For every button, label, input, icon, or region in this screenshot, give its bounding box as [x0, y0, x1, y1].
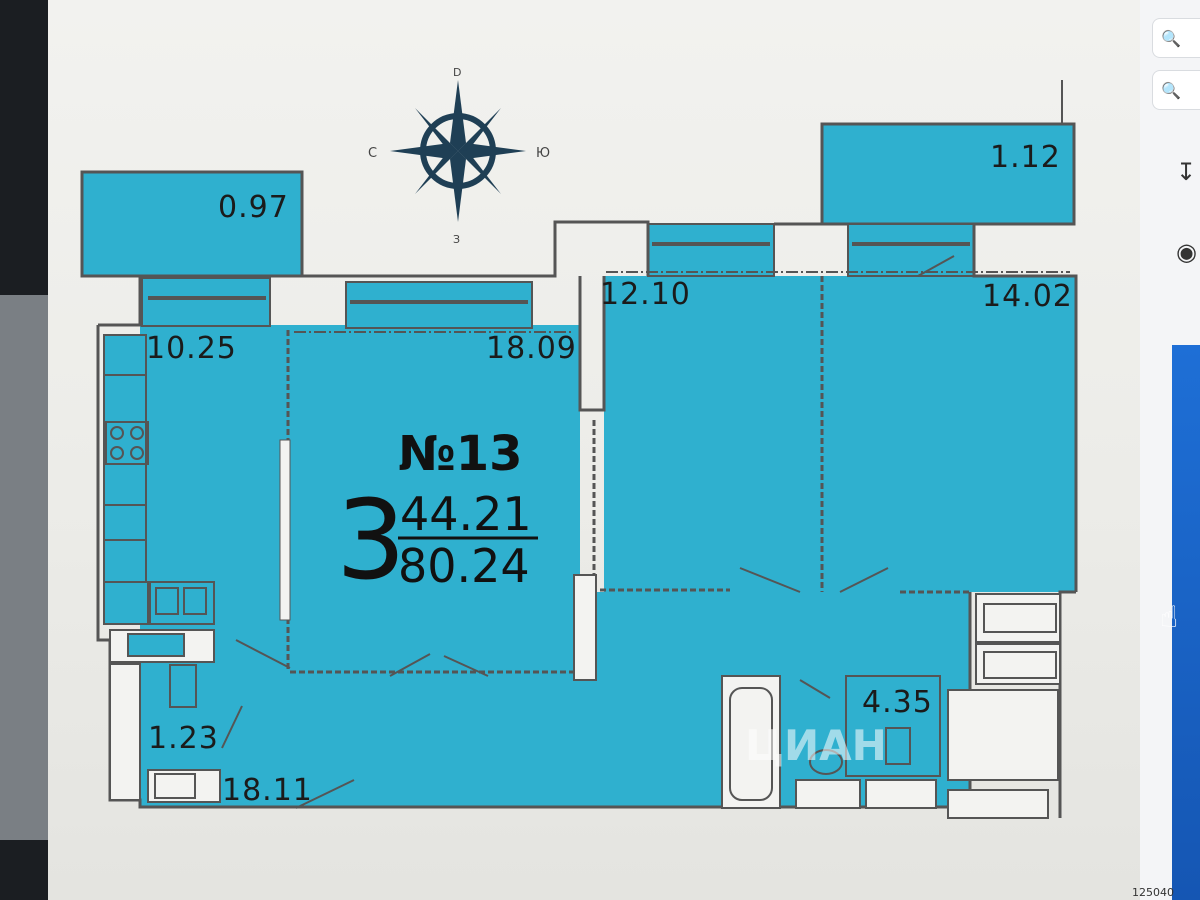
- total-area-value: 80.24: [398, 539, 530, 593]
- small-bathroom-fixtures: [109, 629, 221, 803]
- window-bedroom-1: [647, 223, 775, 277]
- hand-cursor-icon: ☝: [1160, 600, 1179, 635]
- footer-number: 125040: [1132, 886, 1174, 899]
- living-area-value: 44.21: [400, 487, 532, 541]
- window-living: [345, 281, 533, 329]
- compass-rose-icon: [390, 80, 526, 222]
- compass-north-label: С: [368, 146, 377, 161]
- bedroom-1-area: 12.10: [600, 277, 691, 312]
- right-blue-panel: [1172, 345, 1200, 900]
- watermark-text: ЦИАН: [745, 721, 887, 770]
- compass-east-label: Ю: [536, 146, 550, 161]
- room-count: 3: [336, 476, 406, 604]
- search-button-2[interactable]: 🔍: [1152, 70, 1200, 110]
- bathroom-fixtures: [721, 675, 941, 809]
- small-bathroom-area: 1.23: [148, 721, 219, 756]
- search-button[interactable]: 🔍: [1152, 18, 1200, 58]
- balcony-right-area: 1.12: [990, 140, 1061, 175]
- download-icon[interactable]: ↧: [1176, 158, 1197, 186]
- bedrooms-area: [604, 276, 1076, 592]
- living-room-area: 18.09: [486, 331, 577, 366]
- window-kitchen: [141, 277, 271, 327]
- compass-south-label: З: [453, 233, 460, 246]
- bathroom-area: 4.35: [862, 685, 933, 720]
- stove-icon: [105, 421, 149, 465]
- apartment-number: №13: [398, 426, 523, 482]
- kitchen-counter: [103, 334, 147, 606]
- closet-right: [947, 593, 1061, 819]
- kitchen-area: 10.25: [146, 331, 237, 366]
- window-bedroom-2: [847, 223, 975, 277]
- search-icon: 🔍: [1161, 80, 1181, 100]
- outer-walls: [96, 172, 1078, 818]
- balcony-right: [820, 122, 1076, 226]
- search-icon: 🔍: [1161, 28, 1181, 48]
- balcony-left-area: 0.97: [218, 190, 289, 225]
- hall-area-upper: [580, 592, 970, 682]
- hall-area-label: 18.11: [222, 773, 313, 808]
- compass-top-label: D: [453, 66, 461, 79]
- camera-icon[interactable]: ◉: [1176, 238, 1197, 266]
- bedroom-2-area: 14.02: [982, 279, 1073, 314]
